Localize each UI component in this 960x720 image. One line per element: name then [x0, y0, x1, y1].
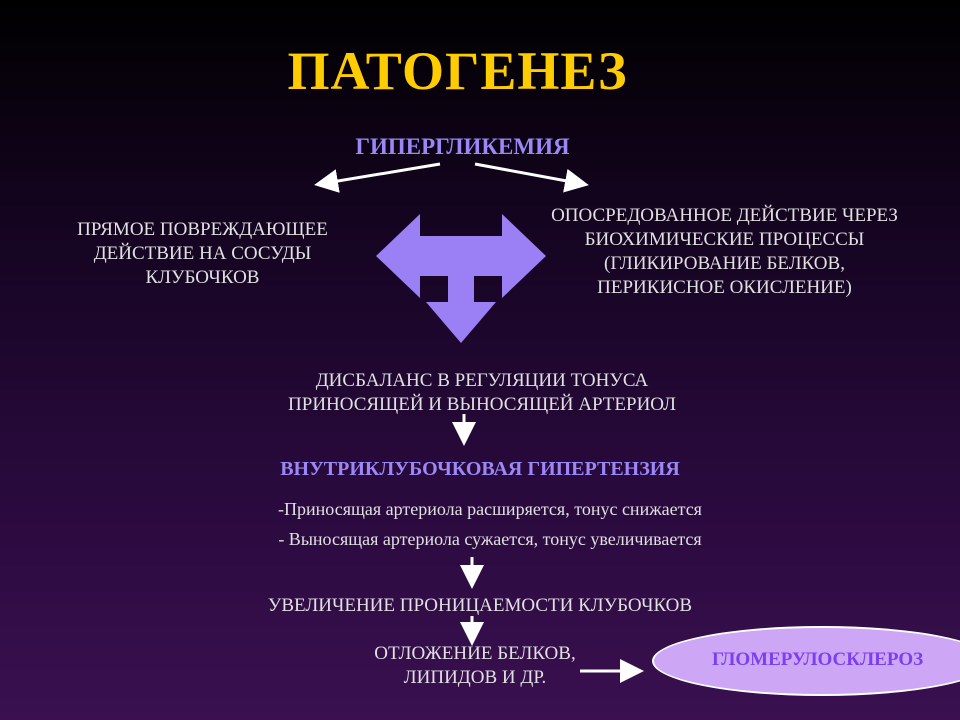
deposition-line: ЛИПИДОВ И ДР.	[403, 667, 547, 688]
mediated-action-line: БИОХИМИЧЕСКИЕ ПРОЦЕССЫ	[584, 229, 865, 250]
deposition-text: ОТЛОЖЕНИЕ БЕЛКОВ, ЛИПИДОВ И ДР.	[330, 642, 620, 690]
mediated-action-line: (ГЛИКИРОВАНИЕ БЕЛКОВ,	[604, 253, 845, 274]
glomerulosclerosis-ellipse: ГЛОМЕРУЛОСКЛЕРОЗ	[652, 626, 960, 696]
afferent-text: -Приносящая артериола расширяется, тонус…	[278, 499, 702, 519]
arrow-left-split	[314, 162, 441, 193]
efferent-text: - Выносящая артериола сужается, тонус ув…	[278, 529, 702, 549]
permeability-text: УВЕЛИЧЕНИЕ ПРОНИЦАЕМОСТИ КЛУБОЧКОВ	[267, 595, 693, 616]
mediated-action-line: ОПОСРЕДОВАННОЕ ДЕЙСТВИЕ ЧЕРЕЗ	[551, 205, 898, 226]
direct-action-line: ДЕЙСТВИЕ НА СОСУДЫ	[93, 243, 312, 264]
mediated-action-text: ОПОСРЕДОВАННОЕ ДЕЙСТВИЕ ЧЕРЕЗ БИОХИМИЧЕС…	[512, 204, 937, 300]
big-t-arrow	[376, 214, 546, 343]
direct-action-line: ПРЯМОЕ ПОВРЕЖДАЮЩЕЕ	[77, 219, 328, 240]
hypertension-heading: ВНУТРИКЛУБОЧКОВАЯ ГИПЕРТЕНЗИЯ	[280, 458, 680, 480]
imbalance-line: ПРИНОСЯЩЕЙ И ВЫНОСЯЩЕЙ АРТЕРИОЛ	[288, 394, 676, 415]
arrow-right-split	[474, 162, 589, 193]
direct-action-line: КЛУБОЧКОВ	[145, 267, 260, 288]
imbalance-line: ДИСБАЛАНС В РЕГУЛЯЦИИ ТОНУСА	[315, 370, 649, 391]
mediated-action-line: ПЕРИКИСНОЕ ОКИСЛЕНИЕ)	[597, 277, 852, 298]
hyperglycemia-heading: ГИПЕРГЛИКЕМИЯ	[355, 134, 570, 159]
glomerulosclerosis-label: ГЛОМЕРУЛОСКЛЕРОЗ	[712, 649, 924, 670]
direct-action-text: ПРЯМОЕ ПОВРЕЖДАЮЩЕЕ ДЕЙСТВИЕ НА СОСУДЫ К…	[40, 218, 365, 290]
imbalance-text: ДИСБАЛАНС В РЕГУЛЯЦИИ ТОНУСА ПРИНОСЯЩЕЙ …	[232, 369, 732, 417]
deposition-line: ОТЛОЖЕНИЕ БЕЛКОВ,	[374, 643, 576, 664]
page-title: ПАТОГЕНЕЗ	[287, 41, 628, 101]
